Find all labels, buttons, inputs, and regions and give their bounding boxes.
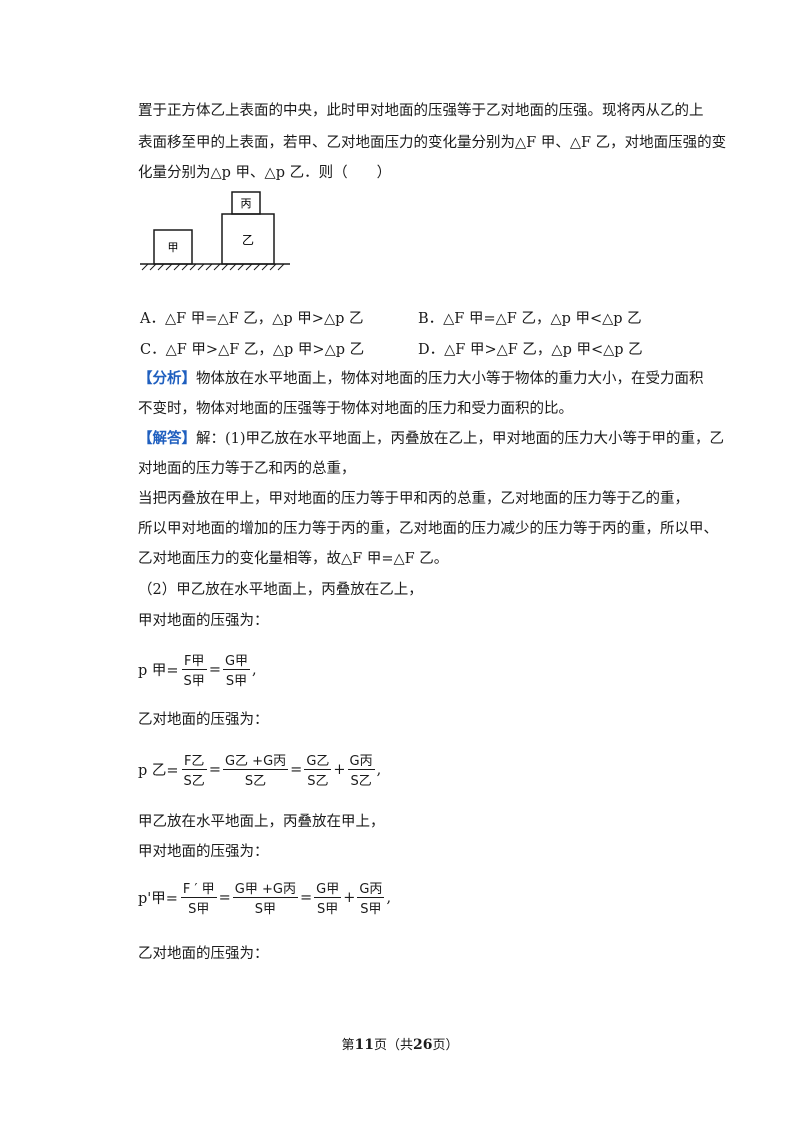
option-a: A．△F 甲=△F 乙，△p 甲>△p 乙 <box>140 311 364 327</box>
solution-line-10: 甲对地面的压强为： <box>138 844 269 860</box>
solution-line-4: 所以甲对地面的增加的压力等于丙的重，乙对地面的压力减少的压力等于丙的重，所以甲、 <box>138 521 718 537</box>
block-bing <box>231 191 261 215</box>
option-b: B．△F 甲=△F 乙，△p 甲<△p 乙 <box>418 311 642 327</box>
solution-line-9: 甲乙放在水平地面上，丙叠放在甲上， <box>138 814 385 830</box>
solution-line-7: 甲对地面的压强为： <box>138 613 269 629</box>
solution-line-6: （2）甲乙放在水平地面上，丙叠放在乙上， <box>138 582 423 598</box>
option-c: C．△F 甲>△F 乙，△p 甲>△p 乙 <box>140 342 365 358</box>
problem-line-3: 化量分别为△p 甲、△p 乙．则（ ） <box>138 165 392 181</box>
option-d: D．△F 甲>△F 乙，△p 甲<△p 乙 <box>418 342 643 358</box>
label-jia: 甲 <box>168 241 179 254</box>
solution-tag: 【解答】 <box>138 430 196 447</box>
label-yi: 乙 <box>242 233 254 247</box>
problem-line-1: 置于正方体乙上表面的中央，此时甲对地面的压强等于乙对地面的压强。现将丙从乙的上 <box>138 103 704 119</box>
label-bing: 丙 <box>241 197 252 210</box>
problem-line-2: 表面移至甲的上表面，若甲、乙对地面压力的变化量分别为△F 甲、△F 乙，对地面压… <box>138 135 727 151</box>
page-total: 26 <box>413 1037 433 1053</box>
solution-line-3: 当把丙叠放在甲上，甲对地面的压力等于甲和丙的总重，乙对地面的压力等于乙的重， <box>138 491 689 507</box>
blocks-figure: 甲 乙 丙 <box>140 191 290 271</box>
solution-line-1: 【解答】解：(1)甲乙放在水平地面上，丙叠放在乙上，甲对地面的压力大小等于甲的重… <box>138 430 725 447</box>
analysis-line-2: 不变时，物体对地面的压强等于物体对地面的压力和受力面积的比。 <box>138 401 573 417</box>
solution-line-11: 乙对地面的压强为： <box>138 946 269 962</box>
analysis-tag: 【分析】 <box>138 370 196 387</box>
solution-line-8: 乙对地面的压强为： <box>138 712 269 728</box>
page-number: 11 <box>354 1037 374 1053</box>
page-footer: 第11页（共26页） <box>341 1037 459 1053</box>
solution-line-5: 乙对地面压力的变化量相等，故△F 甲=△F 乙。 <box>138 551 449 567</box>
solution-line-2: 对地面的压力等于乙和丙的总重， <box>138 461 356 477</box>
analysis-line-1: 【分析】物体放在水平地面上，物体对地面的压力大小等于物体的重力大小，在受力面积 <box>138 370 704 387</box>
